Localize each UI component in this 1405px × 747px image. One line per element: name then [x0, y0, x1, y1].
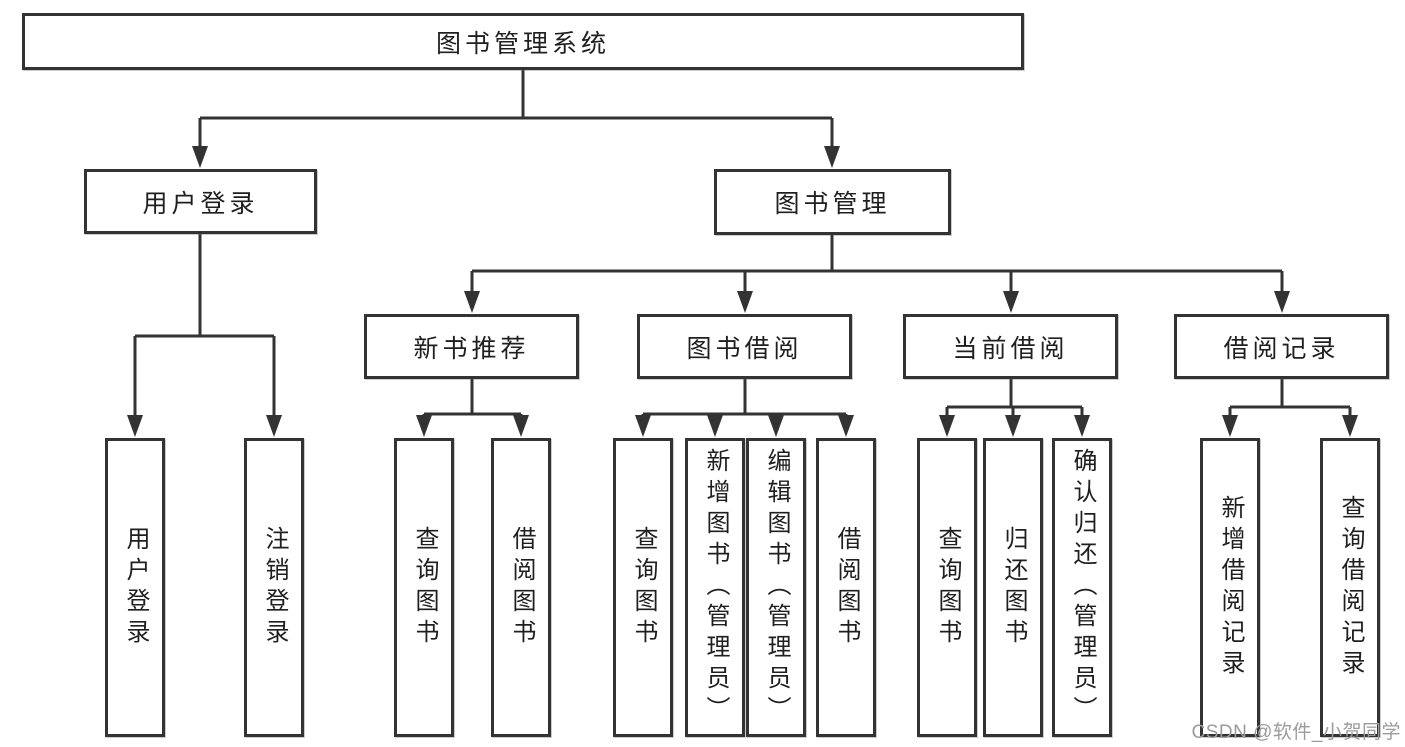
node-borrow-record: 借阅记录: [1174, 314, 1389, 379]
arrowhead-icon: [768, 415, 784, 437]
node-book-management: 图书管理: [714, 169, 951, 235]
node-user-login: 用户登录: [84, 169, 317, 234]
arrowhead-icon: [266, 415, 282, 437]
node-current-borrow: 当前借阅: [903, 314, 1118, 379]
csdn-watermark: CSDN @软件_小贺同学: [1191, 722, 1401, 743]
arrowhead-icon: [635, 415, 651, 437]
node-new-book-recommend: 新书推荐: [364, 314, 579, 379]
arrowhead-icon: [1274, 291, 1290, 313]
node-root-library-system: 图书管理系统: [22, 13, 1024, 70]
leaf-borrow-book: 借阅图书: [816, 438, 876, 737]
arrowheads: [127, 146, 1358, 437]
arrowhead-icon: [1005, 415, 1021, 437]
arrowhead-icon: [707, 415, 723, 437]
arrowhead-icon: [737, 291, 753, 313]
leaf-edit-book-admin: 编辑图书（管理员）: [746, 438, 806, 737]
arrowhead-icon: [1003, 291, 1019, 313]
leaf-add-book-admin: 新增图书（管理员）: [685, 438, 745, 737]
leaf-add-borrow-record: 新增借阅记录: [1200, 438, 1260, 737]
arrowhead-icon: [513, 415, 529, 437]
leaf-return-book: 归还图书: [983, 438, 1043, 737]
leaf-confirm-return-admin: 确认归还（管理员）: [1052, 438, 1112, 737]
arrowhead-icon: [939, 415, 955, 437]
leaf-query-book-current: 查询图书: [917, 438, 977, 737]
leaf-query-book-recommend: 查询图书: [394, 438, 454, 737]
arrowhead-icon: [824, 146, 840, 168]
arrowhead-icon: [464, 291, 480, 313]
arrowhead-icon: [1342, 415, 1358, 437]
arrowhead-icon: [838, 415, 854, 437]
arrowhead-icon: [127, 415, 143, 437]
arrowhead-icon: [416, 415, 432, 437]
node-book-borrow: 图书借阅: [637, 314, 852, 379]
leaf-borrow-book-recommend: 借阅图书: [491, 438, 551, 737]
arrowhead-icon: [1222, 415, 1238, 437]
leaf-user-login: 用户登录: [105, 438, 165, 737]
leaf-query-borrow-record: 查询借阅记录: [1320, 438, 1380, 737]
leaf-logout: 注销登录: [244, 438, 304, 737]
leaf-query-book-borrow: 查询图书: [613, 438, 673, 737]
arrowhead-icon: [1074, 415, 1090, 437]
arrowhead-icon: [192, 146, 208, 168]
